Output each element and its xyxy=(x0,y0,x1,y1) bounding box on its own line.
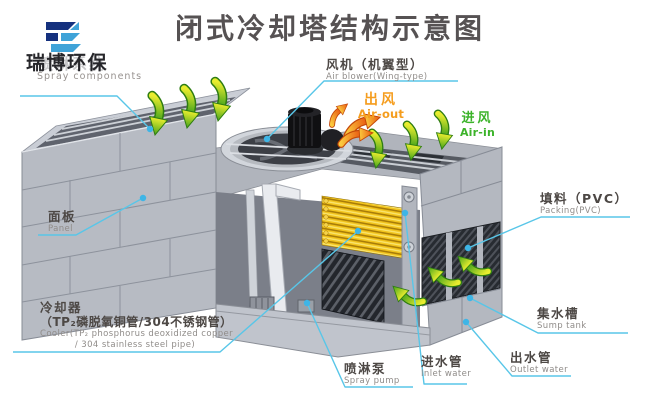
cooler-en-2: / 304 stainless steel pipe) xyxy=(74,340,196,351)
sump-tank-zh: 集水槽 xyxy=(537,306,580,321)
packing-en: Packing(PVC) xyxy=(540,206,602,216)
air-in-en: Air-in xyxy=(459,126,496,140)
packing-zh: 填料（PVC） xyxy=(540,191,629,206)
panel-zh: 面板 xyxy=(48,209,77,224)
label-panel: 面板 Panel xyxy=(48,209,76,235)
spray-pump-en: Spray pump xyxy=(344,376,400,386)
label-air-in: 进风 Air-in xyxy=(450,111,505,140)
logo: 喷淋系统 瑞博环保 Spray components xyxy=(0,0,143,95)
outlet-water-en: Outlet water xyxy=(510,365,569,375)
label-air-blower: 风机（机翼型） Air blower(Wing-type) xyxy=(326,57,427,83)
fan-assembly xyxy=(220,107,354,172)
callout-lines xyxy=(13,80,630,388)
inlet-water-zh: 进水管 xyxy=(421,354,464,369)
label-sump-tank: 集水槽 Sump tank xyxy=(537,306,587,332)
label-inlet-water: 进水管 Inlet water xyxy=(421,354,471,380)
air-blower-zh: 风机（机翼型） xyxy=(326,57,425,72)
sump-basin xyxy=(215,303,431,358)
air-in-zh: 进风 xyxy=(461,111,494,126)
outlet-water-zh: 出水管 xyxy=(510,350,553,365)
air-out-en: Air-out xyxy=(357,107,405,122)
logo-text: 瑞博环保 xyxy=(26,52,109,74)
spray-pump-zh: 喷淋泵 xyxy=(344,361,387,376)
label-cooler: 冷却器 （TP₂磷脱氧铜管/304不锈钢管） Cooler(TP₂ phosph… xyxy=(40,300,233,351)
air-blower-en: Air blower(Wing-type) xyxy=(326,72,428,82)
logo-icon xyxy=(46,22,81,52)
air-out-zh: 出风 xyxy=(364,92,398,108)
inlet-water-en: Inlet water xyxy=(421,369,472,379)
sump-tank-en: Sump tank xyxy=(537,321,587,331)
label-spray-pump: 喷淋泵 Spray pump xyxy=(344,361,400,387)
label-air-out: 出风 Air-out xyxy=(348,92,414,122)
page-title: 闭式冷却塔结构示意图 xyxy=(174,12,485,45)
spray-components-label-en: Spray components xyxy=(37,71,143,82)
cooler-zh-1: 冷却器 xyxy=(40,300,83,315)
panel-en: Panel xyxy=(48,224,73,234)
right-module xyxy=(419,146,503,346)
cooler-zh-2: （TP₂磷脱氧铜管/304不锈钢管） xyxy=(40,315,233,329)
pipe-column xyxy=(401,185,418,335)
cooler-en-1: Cooler(TP₂ phosphorus deoxidized copper xyxy=(40,329,234,340)
label-packing: 填料（PVC） Packing(PVC) xyxy=(540,191,629,217)
spray-components-label-zh: 喷淋系统 xyxy=(38,55,107,73)
label-outlet-water: 出水管 Outlet water xyxy=(510,350,568,376)
